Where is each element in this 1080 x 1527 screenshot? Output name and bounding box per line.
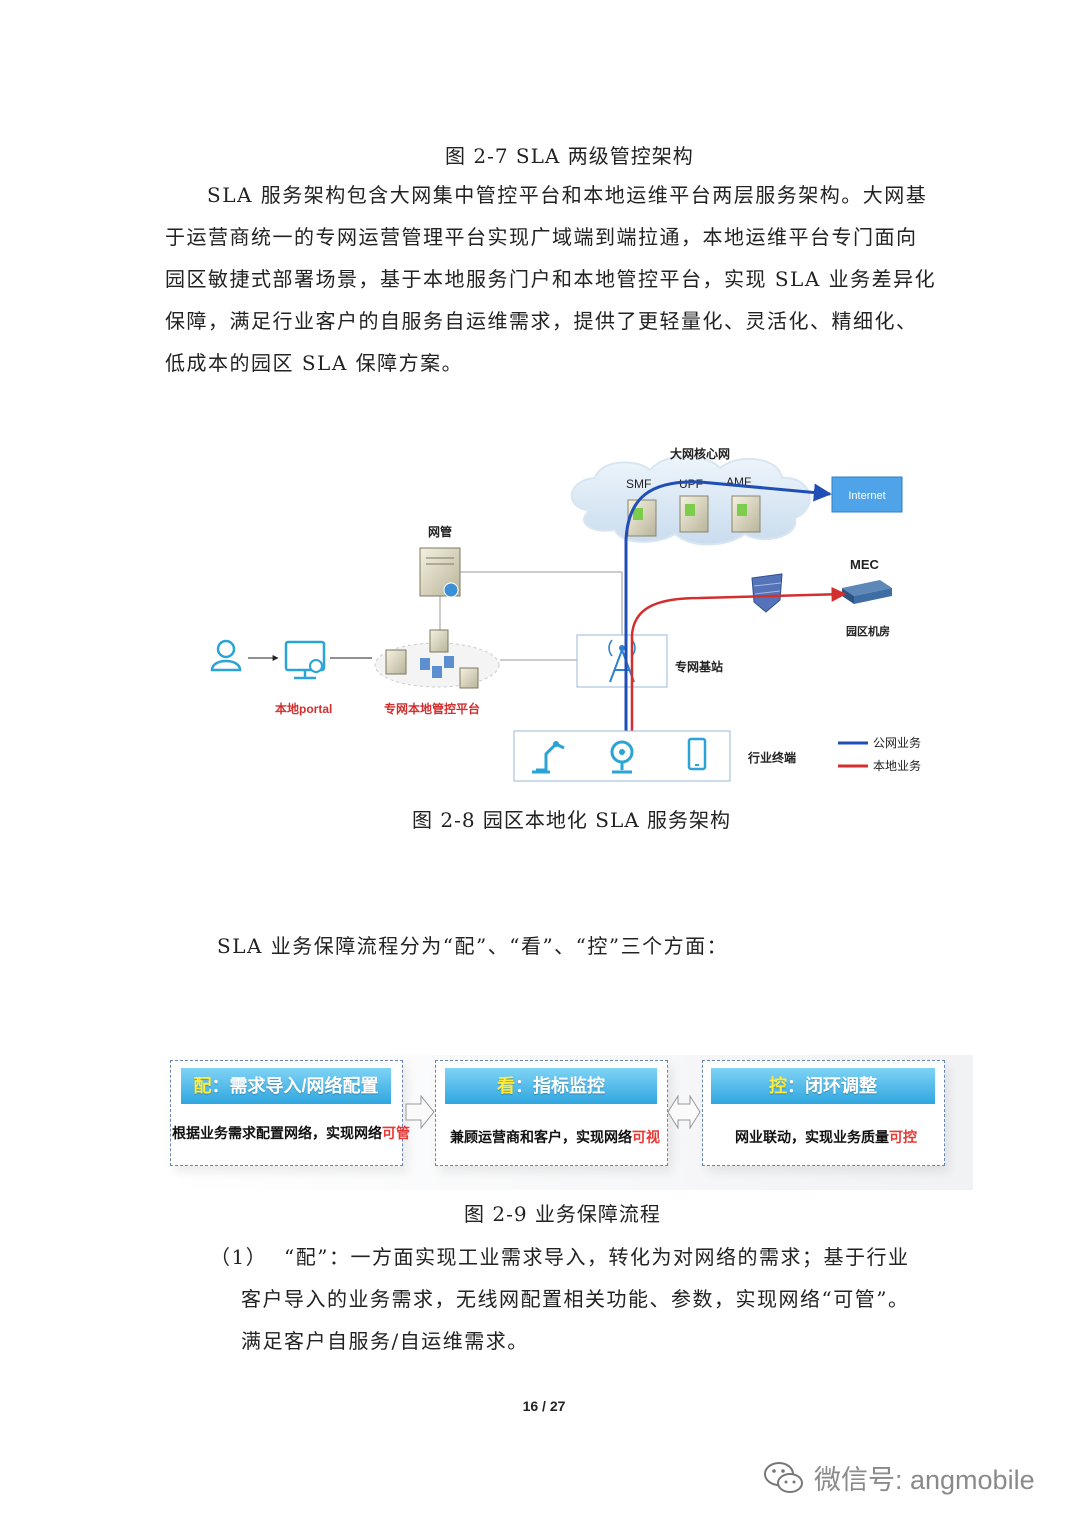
- firewall-icon: [751, 573, 783, 613]
- flow-step-config-highlight: 可管: [382, 1125, 410, 1141]
- local-traffic-path: [630, 586, 847, 755]
- local-platform-cloud: [374, 629, 500, 689]
- nms-label: 网管: [428, 524, 452, 539]
- portal-label: 本地portal: [275, 701, 332, 716]
- intro-line: 园区敏捷式部署场景，基于本地服务门户和本地管控平台，实现 SLA 业务差异化: [165, 267, 937, 291]
- item-1-line: “配”：一方面实现工业需求导入，转化为对网络的需求；基于行业: [284, 1245, 910, 1269]
- sla-architecture-diagram: 大网核心网 SMF UPF AMF Internet 网管: [210, 446, 921, 782]
- item-1-line: 客户导入的业务需求，无线网配置相关功能、参数，实现网络“可管”。: [241, 1287, 910, 1311]
- public-traffic-path: [624, 480, 832, 755]
- flow-step-control-title-text: ：闭环调整: [787, 1076, 877, 1096]
- upf-label: UPF: [679, 477, 703, 491]
- item-1-line: 满足客户自服务/自运维需求。: [241, 1329, 529, 1353]
- intro-line: 低成本的园区 SLA 保障方案。: [165, 351, 464, 375]
- campus-room-label: 园区机房: [846, 624, 890, 638]
- process-flow-diagram: 配：需求导入/网络配置 根据业务需求配置网络，实现网络可管 看：指标监控 兼顾运…: [165, 1055, 973, 1190]
- mec-label: MEC: [850, 557, 880, 572]
- user-icon: [210, 639, 242, 672]
- flow-step-control-key: 控: [769, 1076, 787, 1096]
- right-arrow-icon: [405, 1095, 435, 1129]
- figure-2-7-caption: 图 2-7 SLA 两级管控架构: [445, 144, 694, 168]
- flow-step-control-highlight: 可控: [889, 1129, 917, 1145]
- phone-icon: [687, 737, 707, 771]
- flow-step-config-title-text: ：需求导入/网络配置: [211, 1076, 379, 1096]
- intro-paragraph: SLA 服务架构包含大网集中管控平台和本地运维平台两层服务架构。大网基 于运营商…: [165, 174, 937, 384]
- flow-step-control-desc: 网业联动，实现业务质量可控: [735, 1127, 917, 1147]
- intro-line: SLA 服务架构包含大网集中管控平台和本地运维平台两层服务架构。大网基: [207, 183, 928, 207]
- double-arrow-icon: [667, 1095, 701, 1129]
- flow-step-monitor-title-text: ：指标监控: [515, 1076, 605, 1096]
- watermark: 微信号: angmobile: [762, 1458, 1035, 1497]
- figure-2-9-caption: 图 2-9 业务保障流程: [464, 1202, 661, 1226]
- legend-local-label: 本地业务: [873, 758, 921, 773]
- figure-2-8-caption: 图 2-8 园区本地化 SLA 服务架构: [412, 808, 732, 832]
- flow-step-monitor-desc-text: 兼顾运营商和客户，实现网络: [450, 1129, 632, 1145]
- wechat-icon: [764, 1461, 803, 1493]
- flow-step-monitor-desc: 兼顾运营商和客户，实现网络可视: [450, 1127, 660, 1147]
- internet-box: [831, 476, 903, 513]
- process-intro: SLA 业务保障流程分为“配”、“看”、“控”三个方面：: [217, 934, 729, 958]
- page-number: 16 / 27: [522, 1398, 566, 1414]
- intro-line: 于运营商统一的专网运营管理平台实现广域端到端拉通，本地运维平台专门面向: [165, 225, 918, 249]
- flow-step-config-desc: 根据业务需求配置网络，实现网络可管: [172, 1123, 410, 1143]
- item-1: （1） “配”：一方面实现工业需求导入，转化为对网络的需求；基于行业 客户导入的业…: [210, 1236, 909, 1362]
- smf-label: SMF: [626, 477, 651, 491]
- flow-step-monitor-key: 看: [497, 1076, 515, 1096]
- internet-label: Internet: [848, 490, 885, 502]
- flow-step-config-title: 配：需求导入/网络配置: [181, 1068, 391, 1104]
- intro-line: 保障，满足行业客户的自服务自运维需求，提供了更轻量化、灵活化、精细化、: [165, 309, 918, 333]
- camera-icon: [610, 740, 634, 774]
- platform-label: 专网本地管控平台: [384, 701, 480, 716]
- robot-arm-icon: [532, 741, 565, 774]
- item-1-number: （1）: [210, 1245, 268, 1269]
- flow-step-monitor-title: 看：指标监控: [445, 1068, 657, 1104]
- base-station-label: 专网基站: [675, 659, 723, 674]
- flow-step-config-desc-text: 根据业务需求配置网络，实现网络: [172, 1125, 382, 1141]
- legend-public-label: 公网业务: [873, 735, 921, 750]
- core-server-icons: [627, 495, 761, 537]
- nms-server-icon: [419, 547, 461, 598]
- core-network-title: 大网核心网: [670, 446, 730, 461]
- flow-step-monitor-highlight: 可视: [632, 1129, 660, 1145]
- mec-server-icon: [842, 580, 892, 604]
- terminals-label: 行业终端: [747, 750, 796, 765]
- flow-step-control-title: 控：闭环调整: [711, 1068, 935, 1104]
- flow-step-config-key: 配: [193, 1076, 212, 1096]
- flow-step-control-desc-text: 网业联动，实现业务质量: [735, 1129, 889, 1145]
- watermark-text: 微信号: angmobile: [814, 1465, 1035, 1495]
- portal-monitor-icon: [284, 640, 326, 680]
- base-station-box: [576, 634, 668, 688]
